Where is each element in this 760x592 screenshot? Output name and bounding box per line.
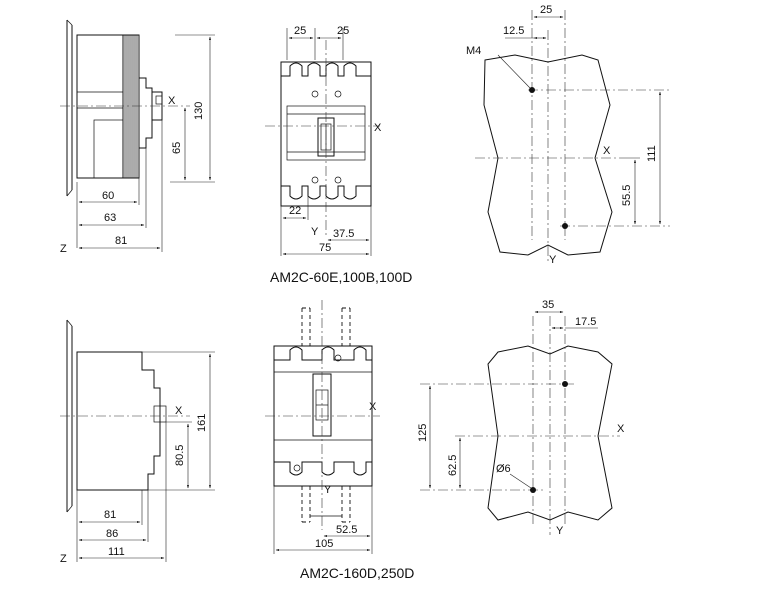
top-side-x-label: X: [168, 95, 176, 107]
top-side-dim-60: 60: [102, 190, 114, 202]
bottom-side-dim-161: 161: [196, 414, 208, 432]
top-mount-dim-12: 12.5: [503, 25, 524, 37]
top-mount-dim-111: 111: [646, 145, 658, 162]
bottom-mount-dim-125: 125: [417, 424, 429, 442]
bottom-side-dim-81: 81: [104, 509, 116, 521]
top-side-dim-65: 65: [171, 142, 183, 154]
bottom-side-dim-111: 111: [108, 546, 125, 558]
bottom-side-z-label: Z: [60, 553, 67, 565]
bottom-side-x-label: X: [175, 405, 183, 417]
bottom-mount-dim-17: 17.5: [575, 316, 596, 328]
bottom-front-y-label: Y: [324, 484, 332, 496]
hatch-lines: [124, 35, 138, 178]
top-side-view: X 130 65 60 63 81 Z: [60, 19, 215, 255]
top-mount-hole-upper: [529, 87, 535, 93]
top-front-view: 25 25 X Y 22 37.5 75 AM2C-60E,100B,100D: [265, 25, 412, 285]
bottom-mount-hole-upper: [562, 381, 568, 387]
top-side-dim-130: 130: [193, 102, 205, 120]
bottom-mount-dim-62: 62.5: [447, 455, 459, 476]
top-caption: AM2C-60E,100B,100D: [270, 269, 412, 285]
top-front-dim-75: 75: [319, 242, 331, 254]
bottom-mounting-view: 35 17.5 125 62.5 Ø6 X Y: [417, 299, 625, 537]
top-mounting-view: 25 12.5 M4 111 55.5 X Y: [466, 4, 670, 266]
bottom-mount-hole-lower: [530, 487, 536, 493]
top-front-x-label: X: [374, 122, 382, 134]
bottom-side-dim-86: 86: [106, 528, 118, 540]
bottom-mount-x-label: X: [617, 423, 625, 435]
top-front-y-label: Y: [311, 226, 319, 238]
top-side-dim-63: 63: [104, 212, 116, 224]
top-front-dim-25b: 25: [337, 25, 349, 37]
top-mount-dim-55: 55.5: [621, 185, 633, 206]
bottom-front-dim-105: 105: [315, 538, 333, 550]
top-mount-hole-lower: [562, 223, 568, 229]
bottom-front-x-label: X: [369, 401, 377, 413]
top-side-z-label: Z: [60, 243, 67, 255]
bottom-side-dim-80: 80.5: [174, 445, 186, 466]
bottom-mount-phi6-label: Ø6: [496, 463, 511, 475]
bottom-side-view: X 161 80.5 81 86 111 Z: [60, 319, 215, 565]
top-mount-x-label: X: [603, 145, 611, 157]
bottom-caption: AM2C-160D,250D: [300, 565, 414, 581]
top-front-dim-25a: 25: [294, 25, 306, 37]
top-mount-y-label: Y: [549, 254, 557, 266]
bottom-front-view: X Y 52.5 105 AM2C-160D,250D: [265, 300, 414, 581]
top-front-dim-22: 22: [289, 205, 301, 217]
bottom-mount-y-label: Y: [556, 525, 564, 537]
top-mount-dim-25: 25: [540, 4, 552, 16]
bottom-mount-dim-35: 35: [542, 299, 554, 311]
top-front-dim-37: 37.5: [333, 228, 354, 240]
top-mount-m4-label: M4: [466, 45, 481, 57]
bottom-front-dim-52: 52.5: [336, 524, 357, 536]
top-side-dim-81: 81: [115, 235, 127, 247]
